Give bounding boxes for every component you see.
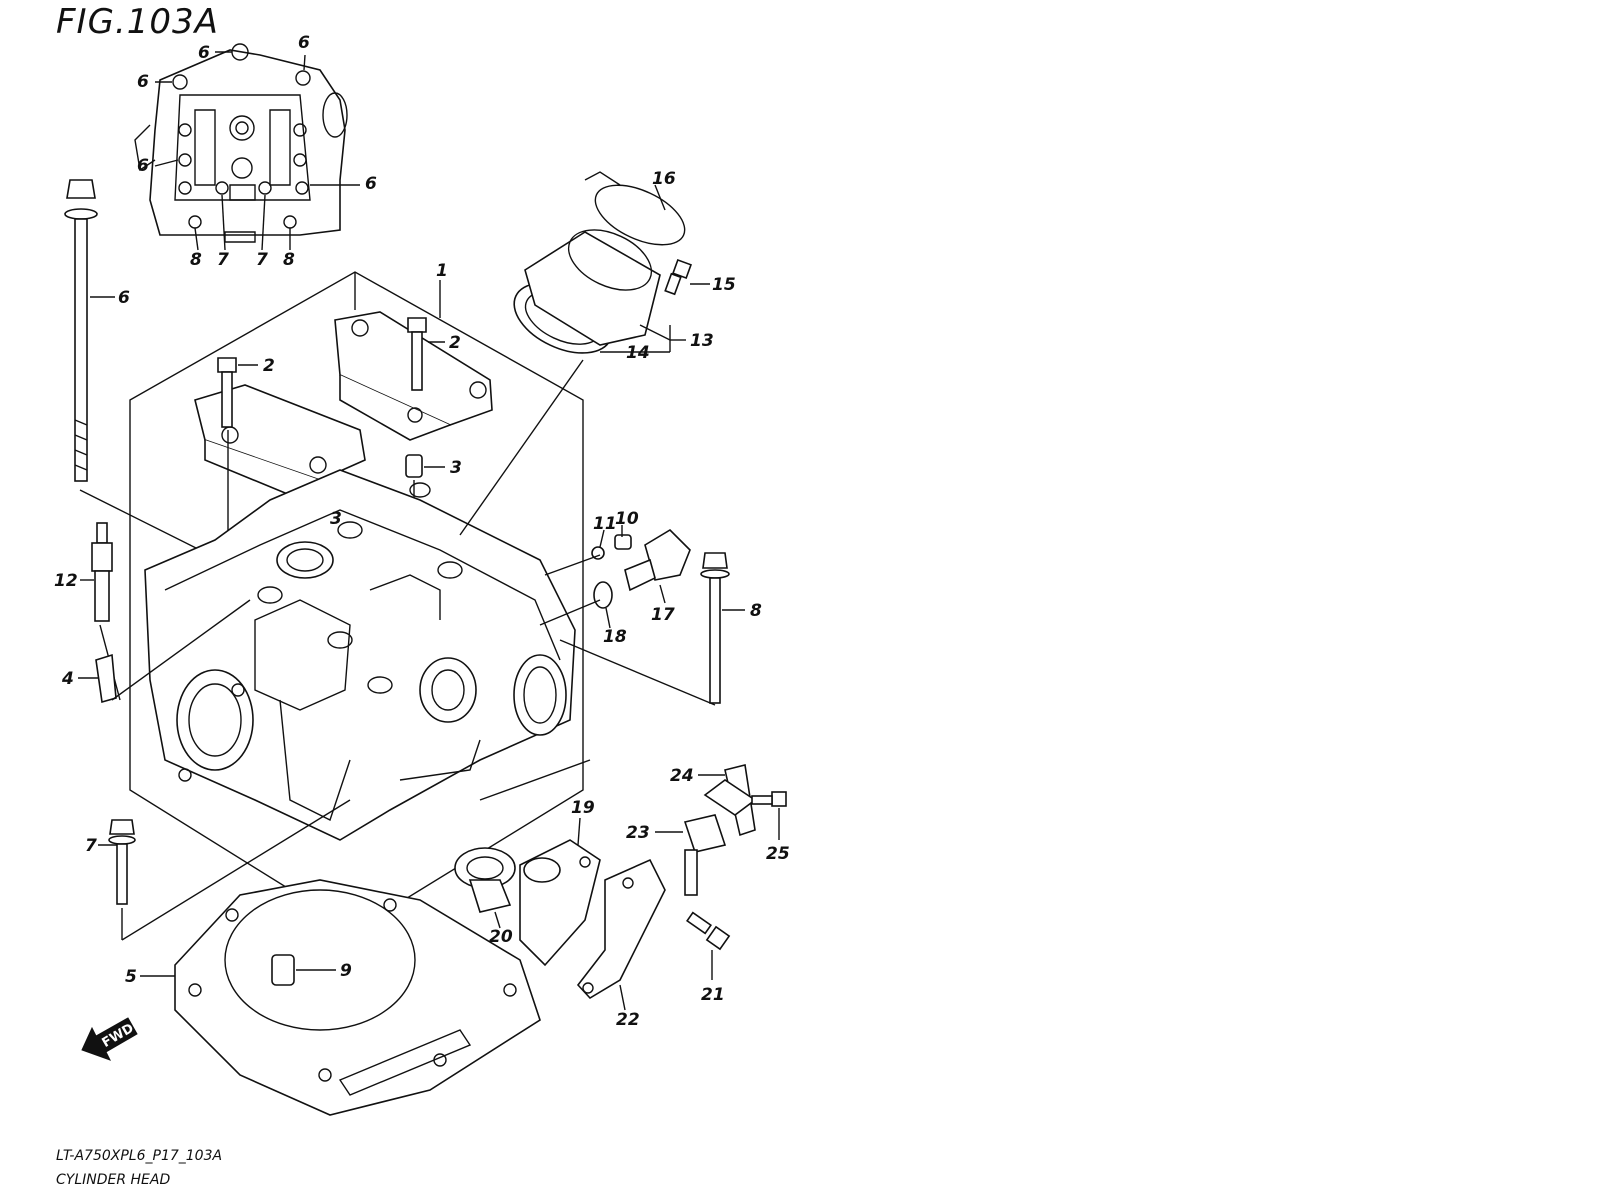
callout-8b: 8 <box>283 250 295 270</box>
callout-17: 17 <box>651 605 675 625</box>
callout-3a: 3 <box>450 458 462 478</box>
callout-6a: 6 <box>198 43 210 63</box>
callout-23: 23 <box>626 823 650 843</box>
callout-25: 25 <box>766 844 790 864</box>
callout-9: 9 <box>340 961 352 981</box>
bolt-25 <box>751 791 787 840</box>
callout-2a: 2 <box>263 356 275 376</box>
cylinder-head-body <box>144 469 576 841</box>
callout-4: 4 <box>61 669 74 689</box>
callout-22: 22 <box>616 1010 640 1030</box>
callout-16: 16 <box>652 169 676 189</box>
head-top-view-inset <box>134 43 360 251</box>
bolt-8-right <box>479 552 745 801</box>
callout-8c: 8 <box>750 601 762 621</box>
callout-6c: 6 <box>137 72 149 92</box>
bolt-6-long <box>64 179 221 561</box>
callout-6e: 6 <box>365 174 377 194</box>
callout-18: 18 <box>603 627 627 647</box>
assembly-frame-lines <box>129 271 584 931</box>
callout-20: 20 <box>489 927 513 947</box>
callout-7c: 7 <box>85 836 97 856</box>
callout-12: 12 <box>54 571 78 591</box>
callout-11: 11 <box>593 514 617 534</box>
callout-19: 19 <box>571 798 595 818</box>
callout-8a: 8 <box>190 250 202 270</box>
camshaft-holders <box>194 311 493 496</box>
callout-6b: 6 <box>298 33 310 53</box>
bolt-7-lower <box>98 799 351 941</box>
callout-6d: 6 <box>137 156 149 176</box>
intake-bolt-15 <box>664 259 710 296</box>
callout-3b: 3 <box>330 509 342 529</box>
callout-2b: 2 <box>449 333 461 353</box>
callout-13: 13 <box>690 331 714 351</box>
figure-caption: CYLINDER HEAD <box>56 1172 171 1188</box>
spark-plug-12 <box>80 522 121 701</box>
callout-labels: 6 6 6 6 6 8 7 7 8 1 2 2 3 3 4 5 6 7 8 9 … <box>54 33 790 1030</box>
thermostat-20 <box>454 847 516 929</box>
grommet-23 <box>655 814 727 896</box>
temperature-sensor-17 <box>539 525 691 629</box>
water-pipe-22 <box>576 858 666 1011</box>
callout-7a: 7 <box>217 250 229 270</box>
callout-1: 1 <box>436 261 448 281</box>
callout-6f: 6 <box>118 288 130 308</box>
callout-21: 21 <box>701 985 725 1005</box>
bolts-2 <box>217 317 445 428</box>
head-gasket-5 <box>140 879 541 1116</box>
callout-7b: 7 <box>256 250 268 270</box>
model-code: LT-A750XPL6_P17_103A <box>56 1148 223 1164</box>
callout-24: 24 <box>670 766 694 786</box>
figure-title: FIG.103A <box>56 2 219 42</box>
callout-15: 15 <box>712 275 736 295</box>
callout-10: 10 <box>615 509 639 529</box>
plug-sleeve-4 <box>78 599 251 704</box>
dowel-9 <box>271 954 336 986</box>
callout-5: 5 <box>125 967 137 987</box>
callout-14: 14 <box>626 343 650 363</box>
thermostat-cover-19 <box>519 817 601 967</box>
intake-pipe-13 <box>459 171 686 536</box>
forward-arrow-icon: FWD <box>81 1017 138 1061</box>
bolt-21 <box>686 911 731 980</box>
bracket-24 <box>698 764 757 837</box>
